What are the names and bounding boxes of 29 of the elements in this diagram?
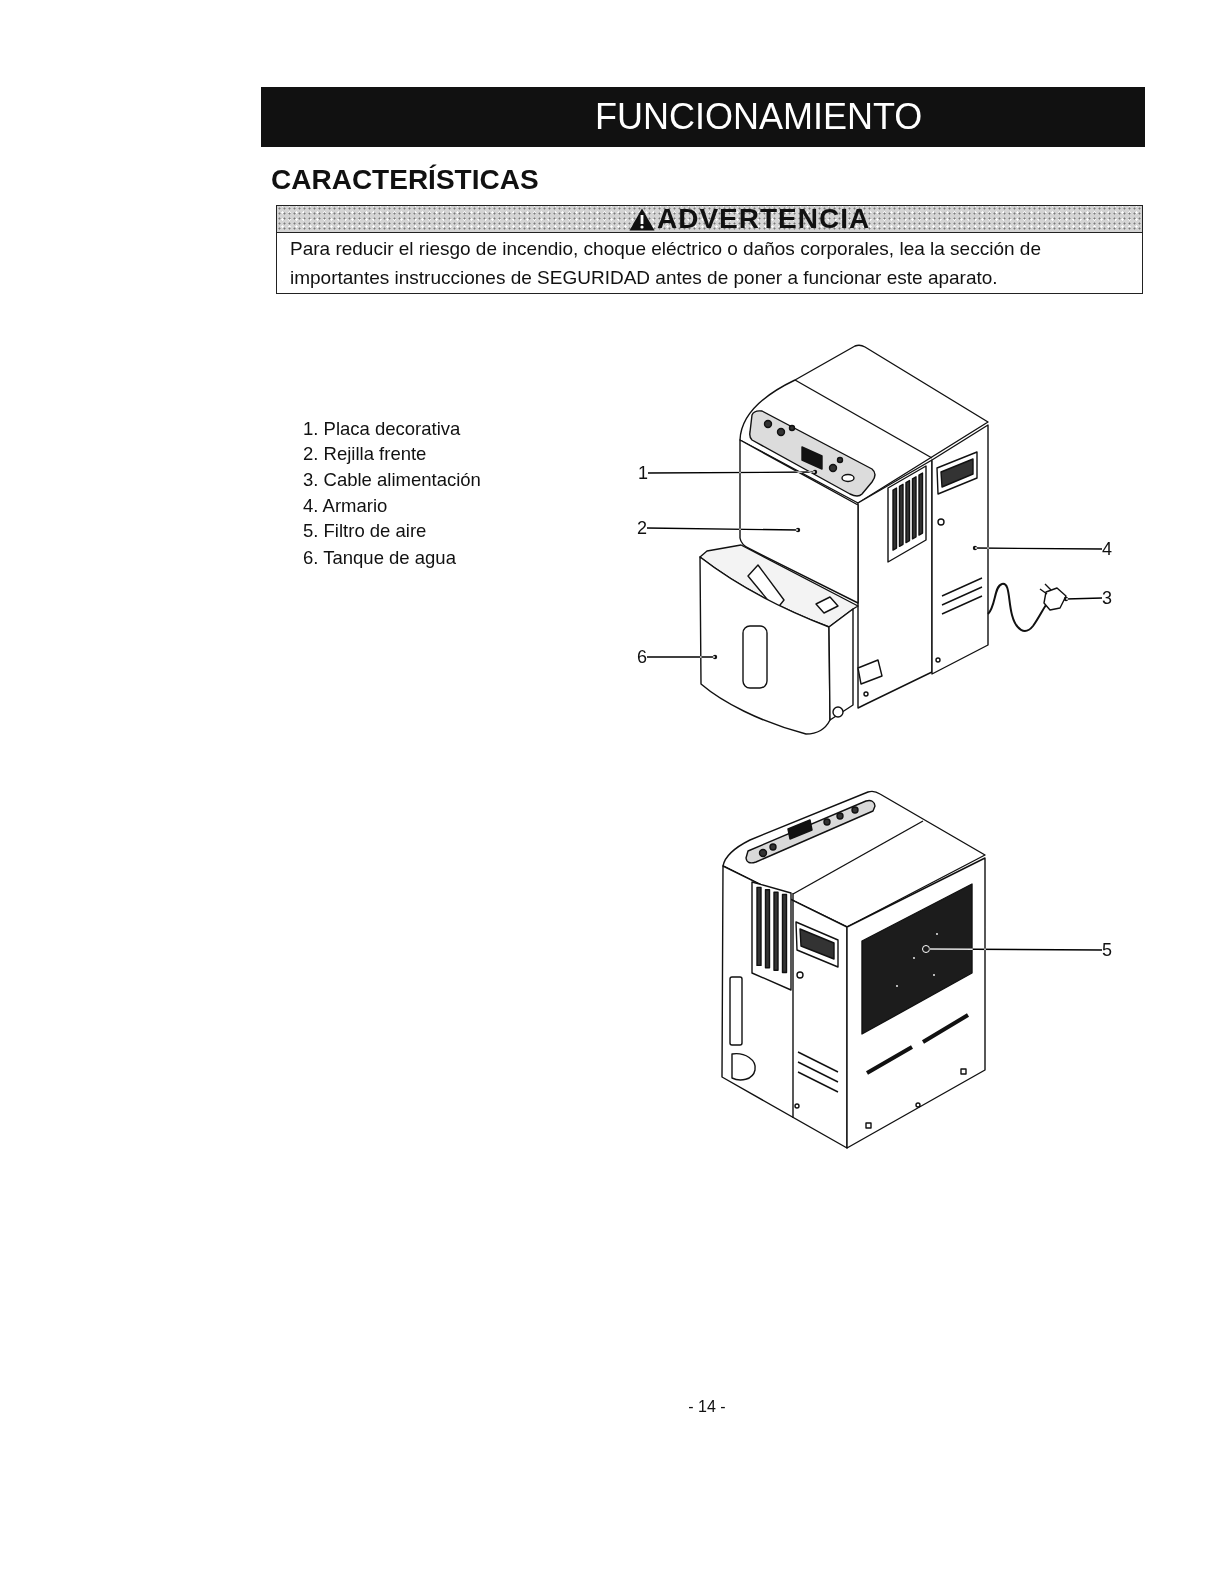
leader-line [974,547,1103,550]
front-grille [739,439,859,604]
part-list-item: 3. Cable alimentación [303,469,481,491]
callout-number: 2 [637,519,647,537]
page-number: - 14 - [688,1398,726,1417]
part-list-item: 1. Placa decorativa [303,418,461,440]
callout-number: 4 [1102,540,1112,558]
leader-line [1065,597,1103,600]
page-title: FUNCIONAMIENTO [595,98,923,136]
part-list-item: 6. Tanque de agua [303,547,456,569]
leader-line [646,527,799,531]
part-list-item: 5. Filtro de aire [303,520,427,542]
warning-text: Para reducir el riesgo de incendio, choque eléctrico o daños corporales, lea la sección de importantes instrucciones de SEGURIDAD antes de poner a funcionar este aparato. [290,237,1042,290]
part-list-item: 2. Rejilla frente [303,443,427,465]
callout-number: 3 [1102,589,1112,607]
cabinet-panel [931,424,989,675]
leader-line [646,656,716,658]
callout-number: 6 [637,648,647,666]
leader-line [647,471,816,474]
warning-heading: ADVERTENCIA [657,206,871,232]
warning-box [276,205,1143,294]
power-cord [987,582,1069,632]
callout-number: 1 [638,464,648,482]
part-list-item: 4. Armario [303,495,388,517]
leader-line [928,948,1103,951]
water-tank [699,544,859,735]
callout-number: 5 [1102,941,1112,959]
air-filter [861,883,973,1035]
section-heading: CARACTERÍSTICAS [271,164,539,197]
